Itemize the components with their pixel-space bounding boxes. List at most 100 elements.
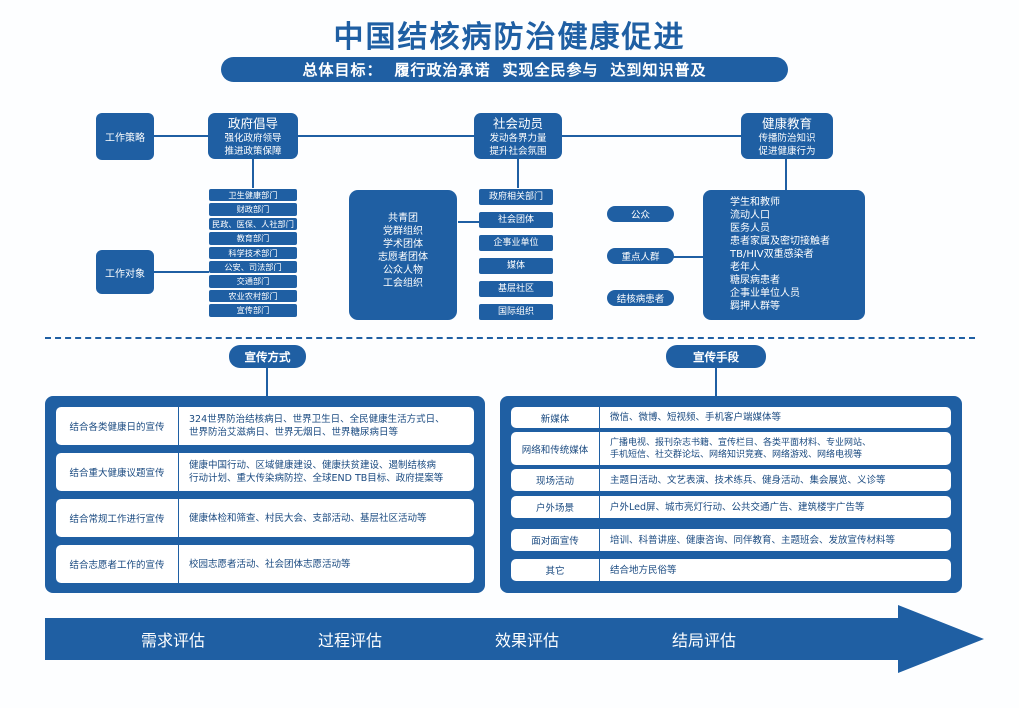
table-row: 结合重大健康议题宣传 健康中国行动、区域健康建设、健康扶贫建设、遏制结核病行动计…: [56, 453, 474, 491]
table-row: 面对面宣传 培训、科普讲座、健康咨询、同伴教育、主题班会、发放宣传材料等: [511, 529, 951, 551]
row-label: 面对面宣传: [511, 529, 600, 551]
list-item: 政府相关部门: [479, 189, 553, 205]
connector-line: [458, 221, 480, 223]
evaluation-arrow-bar: [45, 618, 925, 660]
list-item: 企事业单位: [479, 235, 553, 251]
connector-line: [252, 159, 254, 188]
list-item: 国际组织: [479, 304, 553, 320]
goal-item: 达到知识普及: [610, 61, 707, 79]
strategy-government-advocacy: 政府倡导 强化政府领导 推进政策保障: [208, 113, 298, 159]
methods-title: 宣传方式: [229, 345, 306, 368]
list-item: 共青团: [388, 213, 418, 224]
row-value: 健康中国行动、区域健康建设、健康扶贫建设、遏制结核病行动计划、重大传染病防控、全…: [189, 460, 444, 484]
list-item: 公众人物: [383, 265, 423, 276]
list-item: TB/HIV双重感染者: [730, 249, 814, 260]
audience-item: 公众: [607, 206, 674, 222]
row-label: 结合重大健康议题宣传: [56, 453, 179, 491]
means-panel: 新媒体 微信、微博、短视频、手机客户端媒体等 网络和传统媒体 广播电视、报刊杂志…: [500, 396, 962, 593]
list-item: 民政、医保、人社部门: [209, 217, 297, 231]
table-row: 现场活动 主题日活动、文艺表演、技术练兵、健身活动、集会展览、义诊等: [511, 469, 951, 491]
row-label: 结合常规工作进行宣传: [56, 499, 179, 537]
row-value: 结合地方民俗等: [610, 564, 677, 576]
strategy-line: 发动各界力量: [489, 133, 547, 144]
goal-item: 履行政治承诺: [394, 61, 491, 79]
connector-line: [562, 135, 741, 137]
audience-item: 重点人群: [607, 248, 674, 264]
row-label: 其它: [511, 559, 600, 581]
list-item: 学生和教师: [730, 197, 780, 208]
row-label: 结合志愿者工作的宣传: [56, 545, 179, 583]
table-row: 新媒体 微信、微博、短视频、手机客户端媒体等: [511, 407, 951, 428]
connector-line: [266, 368, 268, 396]
row-value: 主题日活动、文艺表演、技术练兵、健身活动、集会展览、义诊等: [610, 474, 886, 486]
row-label-strategy: 工作策略: [96, 113, 154, 160]
goal-label: 总体目标：: [302, 61, 383, 79]
evaluation-stage: 需求评估: [141, 631, 206, 650]
evaluation-stage: 过程评估: [318, 631, 383, 650]
table-row: 网络和传统媒体 广播电视、报刊杂志书籍、宣传栏目、各类平面材料、专业网站、手机短…: [511, 432, 951, 465]
row-value: 324世界防治结核病日、世界卫生日、全民健康生活方式日、世界防治艾滋病日、世界无…: [189, 414, 445, 438]
list-item: 羁押人群等: [730, 301, 780, 312]
social-groups-box: 共青团 党群组织 学术团体 志愿者团体 公众人物 工会组织: [349, 190, 457, 320]
gov-department-list: 卫生健康部门 财政部门 民政、医保、人社部门 教育部门 科学技术部门 公安、司法…: [209, 189, 297, 317]
strategy-line: 强化政府领导: [224, 133, 282, 144]
row-value: 培训、科普讲座、健康咨询、同伴教育、主题班会、发放宣传材料等: [610, 534, 896, 546]
strategy-head: 社会动员: [492, 116, 543, 131]
row-value: 微信、微博、短视频、手机客户端媒体等: [610, 412, 782, 423]
row-value: 健康体检和筛查、村民大会、支部活动、基层社区活动等: [189, 512, 427, 524]
connector-line: [298, 135, 474, 137]
means-title: 宣传手段: [666, 345, 766, 368]
connector-line: [154, 271, 209, 273]
list-item: 学术团体: [383, 239, 423, 250]
list-item: 患者家属及密切接触者: [730, 236, 830, 247]
list-item: 老年人: [730, 262, 760, 273]
list-item: 基层社区: [479, 281, 553, 297]
list-item: 媒体: [479, 258, 553, 274]
connector-line: [785, 159, 787, 190]
strategy-social-mobilization: 社会动员 发动各界力量 提升社会氛围: [474, 113, 562, 159]
row-label: 新媒体: [511, 407, 600, 428]
strategy-line: 推进政策保障: [224, 146, 282, 157]
list-item: 糖尿病患者: [730, 275, 780, 286]
table-row: 其它 结合地方民俗等: [511, 559, 951, 581]
row-label: 结合各类健康日的宣传: [56, 407, 179, 445]
connector-line: [517, 159, 519, 188]
row-label-target: 工作对象: [96, 250, 154, 294]
row-label: 户外场景: [511, 496, 600, 518]
table-row: 结合各类健康日的宣传 324世界防治结核病日、世界卫生日、全民健康生活方式日、世…: [56, 407, 474, 445]
list-item: 财政部门: [209, 203, 297, 216]
row-value: 广播电视、报刊杂志书籍、宣传栏目、各类平面材料、专业网站、手机短信、社交群论坛、…: [610, 437, 872, 460]
list-item: 工会组织: [383, 278, 423, 289]
row-label: 现场活动: [511, 469, 600, 491]
list-item: 医务人员: [730, 223, 770, 234]
table-row: 结合志愿者工作的宣传 校园志愿者活动、社会团体志愿活动等: [56, 545, 474, 583]
section-divider: [45, 337, 975, 339]
strategy-line: 传播防治知识: [758, 133, 816, 144]
row-label: 网络和传统媒体: [511, 432, 600, 465]
row-value: 校园志愿者活动、社会团体志愿活动等: [189, 558, 351, 570]
strategy-line: 提升社会氛围: [489, 146, 547, 157]
page-title: 中国结核病防治健康促进: [333, 20, 686, 55]
social-org-list: 政府相关部门 社会团体 企事业单位 媒体 基层社区 国际组织: [479, 189, 553, 320]
list-item: 教育部门: [209, 232, 297, 245]
list-item: 交通部门: [209, 275, 297, 288]
row-value: 户外Led屏、城市亮灯行动、公共交通广告、建筑楼宇广告等: [610, 501, 865, 513]
connector-line: [715, 368, 717, 396]
strategy-head: 政府倡导: [227, 116, 278, 131]
strategy-head: 健康教育: [761, 116, 812, 131]
list-item: 企事业单位人员: [730, 288, 800, 299]
goal-item: 实现全民参与: [502, 61, 599, 79]
evaluation-stage: 结局评估: [672, 631, 737, 650]
table-row: 户外场景 户外Led屏、城市亮灯行动、公共交通广告、建筑楼宇广告等: [511, 496, 951, 518]
arrow-head-icon: [898, 605, 984, 673]
audience-item: 结核病患者: [607, 290, 674, 306]
strategy-health-education: 健康教育 传播防治知识 促进健康行为: [741, 113, 833, 159]
overall-goal-banner: 总体目标： 履行政治承诺 实现全民参与 达到知识普及: [221, 57, 788, 82]
list-item: 党群组织: [383, 226, 423, 237]
list-item: 科学技术部门: [209, 246, 297, 259]
evaluation-stage: 效果评估: [495, 631, 560, 650]
list-item: 志愿者团体: [378, 252, 428, 263]
list-item: 宣传部门: [209, 304, 297, 317]
connector-line: [154, 135, 208, 137]
strategy-line: 促进健康行为: [758, 146, 816, 157]
